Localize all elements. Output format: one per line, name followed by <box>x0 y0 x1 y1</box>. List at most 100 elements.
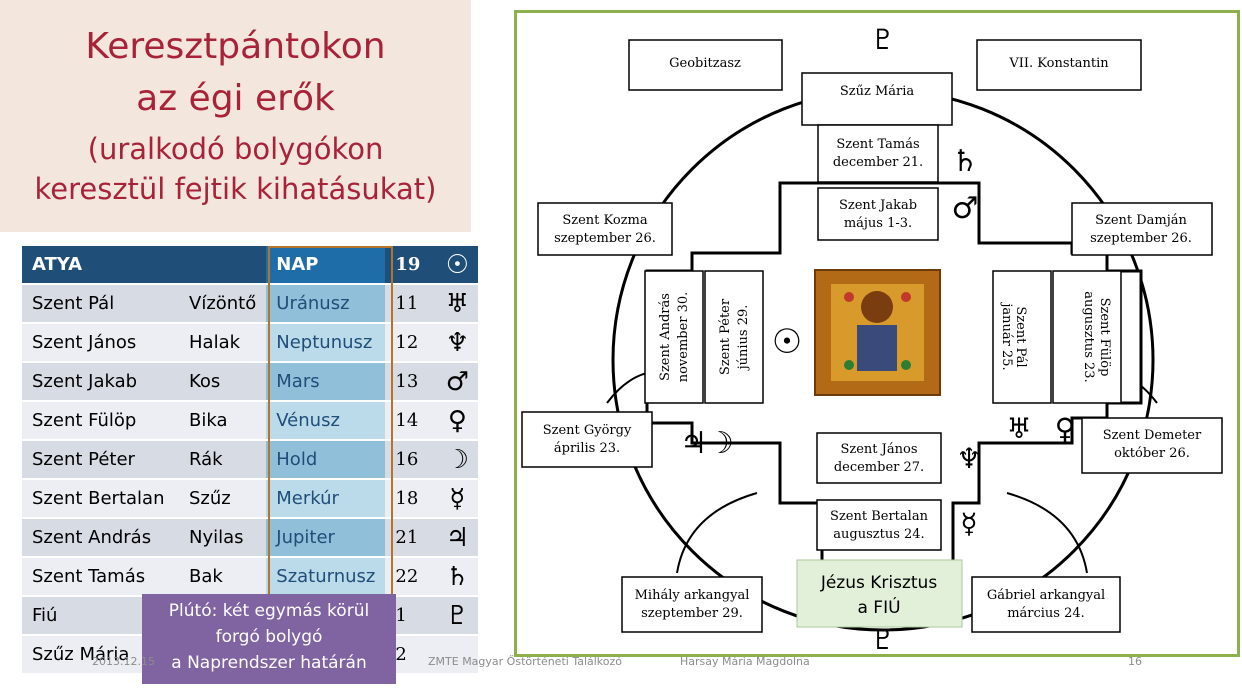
saturn-icon: ♄ <box>952 144 979 179</box>
christ-figure-body <box>857 325 897 371</box>
label-szent-fulop: Szent Fülöp <box>1097 298 1112 377</box>
table-row: Szent András Nyilas Jupiter 21 ♃ <box>22 518 479 558</box>
cross-diagram: ♇ Geobitzasz VII. Konstantin Szűz Mária … <box>514 10 1240 657</box>
venus-icon: ♀ <box>436 401 479 441</box>
label-szent-pal: Szent Pál <box>1013 306 1028 367</box>
table-cell: 13 <box>385 362 437 402</box>
table-cell: 11 <box>385 284 437 324</box>
footer-author: Harsay Mária Magdolna <box>680 655 810 668</box>
label-szent-peter: Szent Péter <box>718 298 733 375</box>
label-szent-janos: Szent János <box>840 442 917 457</box>
label-szent-bertalan-date: augusztus 24. <box>833 527 924 542</box>
label-szent-demeter-date: október 26. <box>1114 446 1190 461</box>
table-cell: 14 <box>385 401 437 441</box>
table-row: Szent Tamás Bak Szaturnusz 22 ♄ <box>22 557 479 597</box>
christ-figure-head <box>861 291 893 323</box>
label-mihaly-date: szeptember 29. <box>641 606 743 621</box>
box-szent-tamas <box>817 124 939 183</box>
label-szent-janos-date: december 27. <box>834 460 924 475</box>
box-gabriel <box>971 576 1121 633</box>
label-szent-tamas-date: december 21. <box>833 155 923 170</box>
table-cell: Jupiter <box>266 518 386 558</box>
footer-event: ZMTE Magyar Őstörténeti Találkozó <box>428 655 623 668</box>
label-szuz-maria: Szűz Mária <box>840 84 915 99</box>
table-row: Szent Jakab Kos Mars 13 ♂ <box>22 362 479 402</box>
box-szuz-maria <box>801 72 953 126</box>
jupiter-icon: ♃ <box>436 518 479 558</box>
header-cell: ATYA <box>22 246 179 285</box>
label-mihaly: Mihály arkangyal <box>635 588 750 603</box>
table-row: Szent Fülöp Bika Vénusz 14 ♀ <box>22 401 479 441</box>
footer-date: 2013.12.15 <box>92 655 155 668</box>
table-row: Szent Bertalan Szűz Merkúr 18 ☿ <box>22 479 479 519</box>
table-row: Szent Pál Vízöntő Uránusz 11 ♅ <box>22 284 479 324</box>
label-konstantin: VII. Konstantin <box>1008 56 1109 71</box>
label-szent-jakab: Szent Jakab <box>839 198 917 213</box>
table-cell: Halak <box>179 323 267 363</box>
label-szent-fulop-date: augusztus 23. <box>1081 291 1096 382</box>
label-szent-kozma: Szent Kozma <box>562 213 648 228</box>
label-szent-demeter: Szent Demeter <box>1103 428 1202 443</box>
arc <box>676 492 758 574</box>
table-cell: 22 <box>385 557 437 597</box>
venus-icon: ♀ <box>1055 412 1076 445</box>
box-szent-bertalan <box>816 499 942 551</box>
table-cell: Mars <box>266 362 386 402</box>
label-szent-jakab-date: május 1-3. <box>844 216 912 231</box>
mars-icon: ♂ <box>952 191 979 226</box>
table-cell: 18 <box>385 479 437 519</box>
label-szent-kozma-date: szeptember 26. <box>554 231 656 246</box>
arc <box>1006 492 1088 574</box>
label-szent-damjan: Szent Damján <box>1095 213 1187 228</box>
moon-icon: ☽ <box>436 440 479 480</box>
uranus-icon: ♅ <box>1006 412 1031 445</box>
pluto-note-line: forgó bolygó <box>215 627 323 647</box>
label-szent-gyorgy-date: április 23. <box>554 441 620 456</box>
label-gabriel-date: március 24. <box>1007 606 1085 621</box>
cross-diagram-svg: ♇ Geobitzasz VII. Konstantin Szűz Mária … <box>521 23 1223 654</box>
table-cell: Szaturnusz <box>266 557 386 597</box>
table-cell: Kos <box>179 362 267 402</box>
title-line-2: az égi erők <box>136 78 335 119</box>
table-cell: Hold <box>266 440 386 480</box>
title-line-3: (uralkodó bolygókon <box>87 132 384 166</box>
table-cell: Bak <box>179 557 267 597</box>
label-geobitzasz: Geobitzasz <box>669 56 741 71</box>
box-szent-janos <box>816 432 942 484</box>
pluto-icon: ♇ <box>870 23 895 56</box>
label-a-fiu: a FIÚ <box>857 596 900 618</box>
label-jezus-krisztus: Jézus Krisztus <box>820 573 938 593</box>
mercury-icon: ☿ <box>960 507 977 540</box>
title-line-4: keresztül fejtik kihatásukat) <box>34 172 437 206</box>
pluto-note: Plútó: két egymás körül forgó bolygó a N… <box>142 594 396 684</box>
table-cell: Merkúr <box>266 479 386 519</box>
box-szent-gyorgy <box>521 411 653 468</box>
ornament <box>901 292 911 302</box>
table-cell: Szent Tamás <box>22 557 179 597</box>
box-geobitzasz <box>628 39 783 91</box>
table-header: ATYA NAP 19 ☉ <box>22 246 479 285</box>
pluto-note-line: a Naprendszer határán <box>171 653 367 673</box>
mars-icon: ♂ <box>436 362 479 402</box>
sun-icon: ☉ <box>436 246 479 285</box>
box-szent-damjan <box>1071 202 1213 256</box>
header-cell: NAP <box>266 246 386 285</box>
label-szent-tamas: Szent Tamás <box>836 137 919 152</box>
box-konstantin <box>976 39 1142 91</box>
label-szent-gyorgy: Szent György <box>543 423 632 438</box>
pluto-icon: ♇ <box>870 623 895 654</box>
ornament <box>901 360 911 370</box>
ornament <box>844 292 854 302</box>
sun-icon: ☉ <box>772 322 802 362</box>
header-cell: 19 <box>385 246 437 285</box>
table-cell: Rák <box>179 440 267 480</box>
box-szent-pal <box>992 270 1052 404</box>
table-cell: Vízöntő <box>179 284 267 324</box>
ornament <box>844 360 854 370</box>
table-cell: Uránusz <box>266 284 386 324</box>
box-szent-andras <box>644 270 704 404</box>
label-szent-andras: Szent András <box>658 293 673 381</box>
pluto-icon: ♇ <box>436 596 479 636</box>
box-szent-fulop <box>1052 270 1122 404</box>
table-cell: Szent Fülöp <box>22 401 179 441</box>
